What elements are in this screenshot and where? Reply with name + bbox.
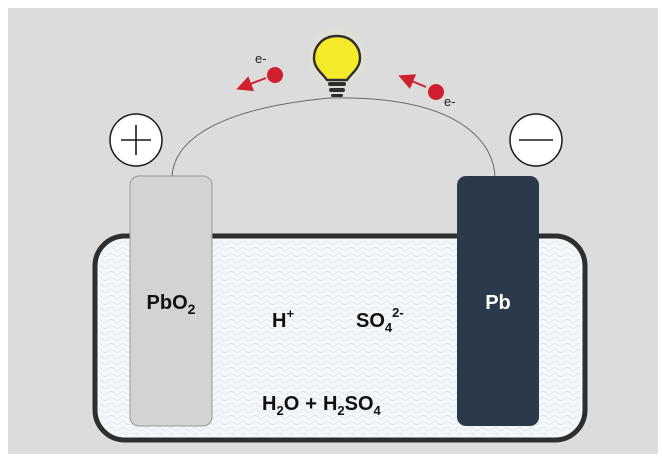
light-bulb-icon xyxy=(307,28,367,97)
plus-in-circle-icon xyxy=(109,113,163,167)
electron-label-right: e- xyxy=(444,94,456,109)
electron-icon xyxy=(236,67,283,92)
negative-electrode xyxy=(457,176,539,426)
hydrogen-ion-label: H+ xyxy=(272,306,294,332)
negative-electrode-label: Pb xyxy=(485,292,511,314)
positive-electrode-label: PbO2 xyxy=(147,292,196,317)
sulfate-ion-label: SO42- xyxy=(356,305,404,335)
positive-electrode xyxy=(129,175,213,427)
electron-label-left: e- xyxy=(255,51,267,66)
external-wire xyxy=(171,97,496,179)
solution-formula: H2O+H2SO4 xyxy=(262,393,382,418)
minus-in-circle-icon xyxy=(509,113,563,167)
electron-icon xyxy=(398,74,444,100)
